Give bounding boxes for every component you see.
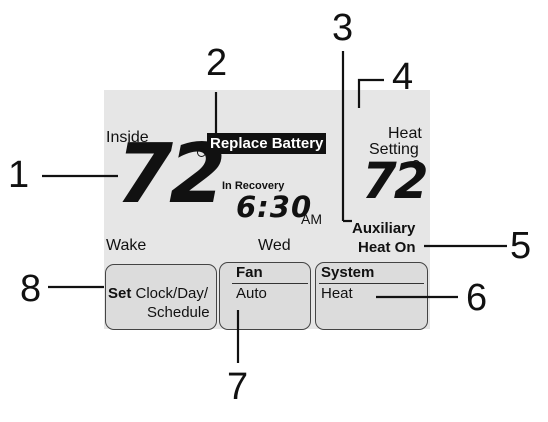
setting-degree-symbol <box>412 160 420 168</box>
in-recovery-label: In Recovery <box>222 180 285 192</box>
auxiliary-heat-label-1: Auxiliary <box>352 220 416 237</box>
callout-number-5: 5 <box>510 225 532 267</box>
period-label: Wake <box>106 237 147 254</box>
set-button-line-2: Schedule <box>147 304 210 321</box>
callout-number-3: 3 <box>332 7 354 49</box>
system-value: Heat <box>321 285 353 302</box>
clock-am-pm: AM <box>301 211 322 227</box>
heat-setting-label-1: Heat <box>388 125 422 142</box>
callout-number-6: 6 <box>466 277 488 319</box>
callout-number-8: 8 <box>20 268 42 310</box>
day-label: Wed <box>258 237 291 254</box>
leader-line-4 <box>357 78 384 108</box>
clock-time: 6:30 <box>236 190 313 224</box>
system-divider <box>319 283 424 285</box>
fan-button[interactable]: Fan Auto <box>219 262 311 330</box>
set-button-line-1: Set Clock/Day/ <box>108 285 208 302</box>
callout-number-4: 4 <box>392 56 414 98</box>
set-button-bold: Set <box>108 285 132 302</box>
replace-battery-indicator: Replace Battery <box>207 133 327 154</box>
fan-title: Fan <box>236 264 263 281</box>
heat-setting-label-2: Setting <box>369 141 419 158</box>
system-title: System <box>321 264 375 281</box>
set-button-text: Clock/Day/ <box>135 285 209 302</box>
auxiliary-heat-label-2: Heat On <box>358 239 416 256</box>
callout-number-7: 7 <box>227 366 249 408</box>
fan-value: Auto <box>236 285 267 302</box>
callout-number-2: 2 <box>206 42 228 84</box>
inside-degree-symbol <box>197 148 206 157</box>
set-clock-day-schedule-button[interactable]: Set Clock/Day/ Schedule <box>105 264 217 330</box>
callout-number-1: 1 <box>8 154 30 196</box>
inside-label: Inside <box>106 129 149 146</box>
fan-divider <box>232 283 308 285</box>
